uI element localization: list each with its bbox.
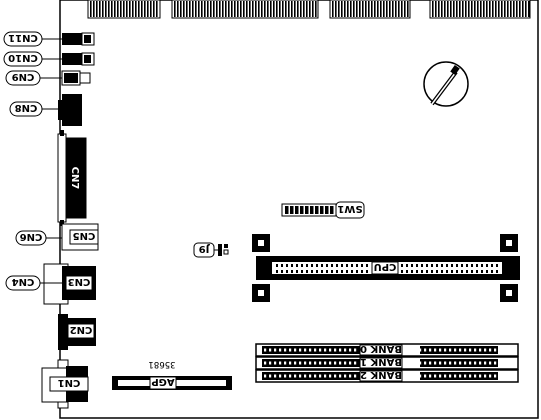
cn3-label: CN3 (68, 276, 91, 287)
memory-bank-1: BANK 1 (255, 356, 519, 370)
agp-slot: AGP (112, 376, 232, 390)
battery-icon (423, 61, 469, 107)
cn10-connector (62, 52, 95, 66)
cn6-label: CN6 (20, 231, 43, 242)
cn8-callout: CN8 (9, 101, 58, 117)
cn5-connector: CN5 (61, 223, 99, 251)
memory-bank-0: BANK 0 (255, 343, 519, 357)
cpu-slot: CPU (252, 234, 520, 302)
cpu-label: CPU (374, 261, 397, 272)
j9-callout: J9 (193, 242, 218, 258)
cn10-label: CN10 (8, 52, 38, 63)
cn7-label: CN7 (69, 167, 80, 190)
cn10-callout: CN10 (3, 51, 62, 67)
cn9-connector (61, 70, 91, 86)
cn2-label: CN2 (70, 324, 93, 335)
cn2-connector: CN2 (58, 314, 96, 350)
sw1-callout: SW1 (335, 201, 365, 219)
sw1-label: SW1 (337, 203, 362, 214)
cn3-connector: CN3 (43, 263, 96, 305)
cn6-callout: CN6 (15, 230, 62, 246)
figure-number: 35681 (148, 359, 175, 369)
sw1-switch (281, 203, 337, 217)
cn4-label: CN4 (12, 276, 35, 287)
cn11-connector (62, 32, 95, 46)
cn1-label: CN1 (58, 377, 81, 388)
cn5-label: CN5 (73, 230, 96, 241)
cn4-callout: CN4 (5, 275, 62, 291)
bank2-label: BANK 2 (360, 369, 402, 380)
cn1-connector: CN1 (41, 359, 89, 409)
bank1-label: BANK 1 (360, 356, 402, 367)
j9-label: J9 (199, 243, 211, 254)
bank0-label: BANK 0 (360, 343, 402, 354)
cn9-callout: CN9 (5, 70, 62, 86)
cn9-label: CN9 (12, 71, 35, 82)
cn8-label: CN8 (15, 102, 38, 113)
agp-label: AGP (151, 376, 174, 387)
memory-bank-2: BANK 2 (255, 369, 519, 383)
j9-jumper (218, 244, 229, 256)
cn11-callout: CN11 (3, 31, 62, 47)
edge-connector-top (87, 0, 531, 19)
cn8-connector (58, 94, 82, 126)
cn7-connector: CN7 (57, 130, 87, 226)
cn11-label: CN11 (8, 32, 38, 43)
